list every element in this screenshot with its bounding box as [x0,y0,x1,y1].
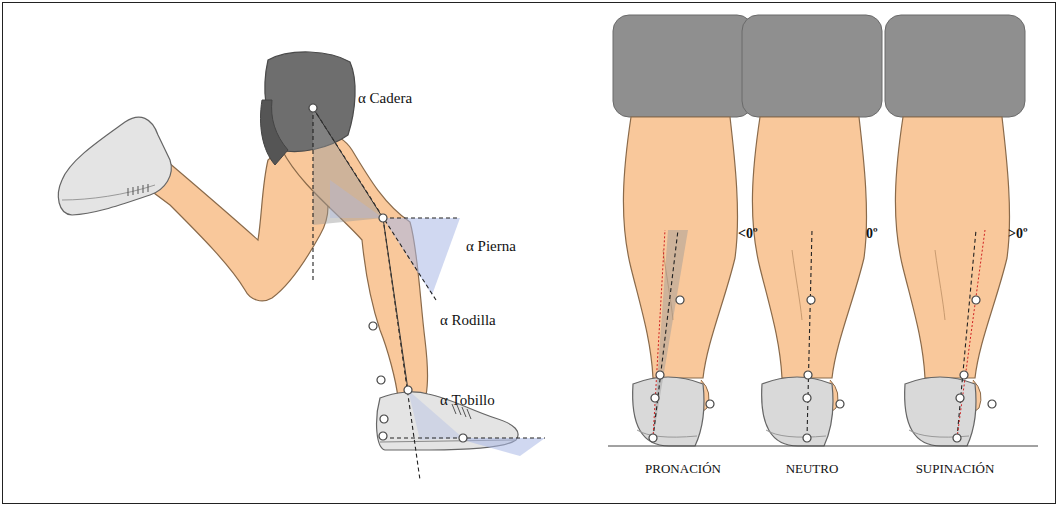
view-caption: SUPINACIÓN [916,462,995,477]
view-caption: NEUTRO [786,462,839,477]
angle-label: α Rodilla [440,312,496,329]
angle-label: α Cadera [358,90,412,107]
angle-label: α Tobillo [440,392,495,409]
angle-value: >0º [1008,226,1028,242]
view-caption: PRONACIÓN [645,462,721,477]
angle-value: <0º [738,226,758,242]
angle-label: α Pierna [466,238,516,255]
angle-value: 0º [866,226,878,242]
